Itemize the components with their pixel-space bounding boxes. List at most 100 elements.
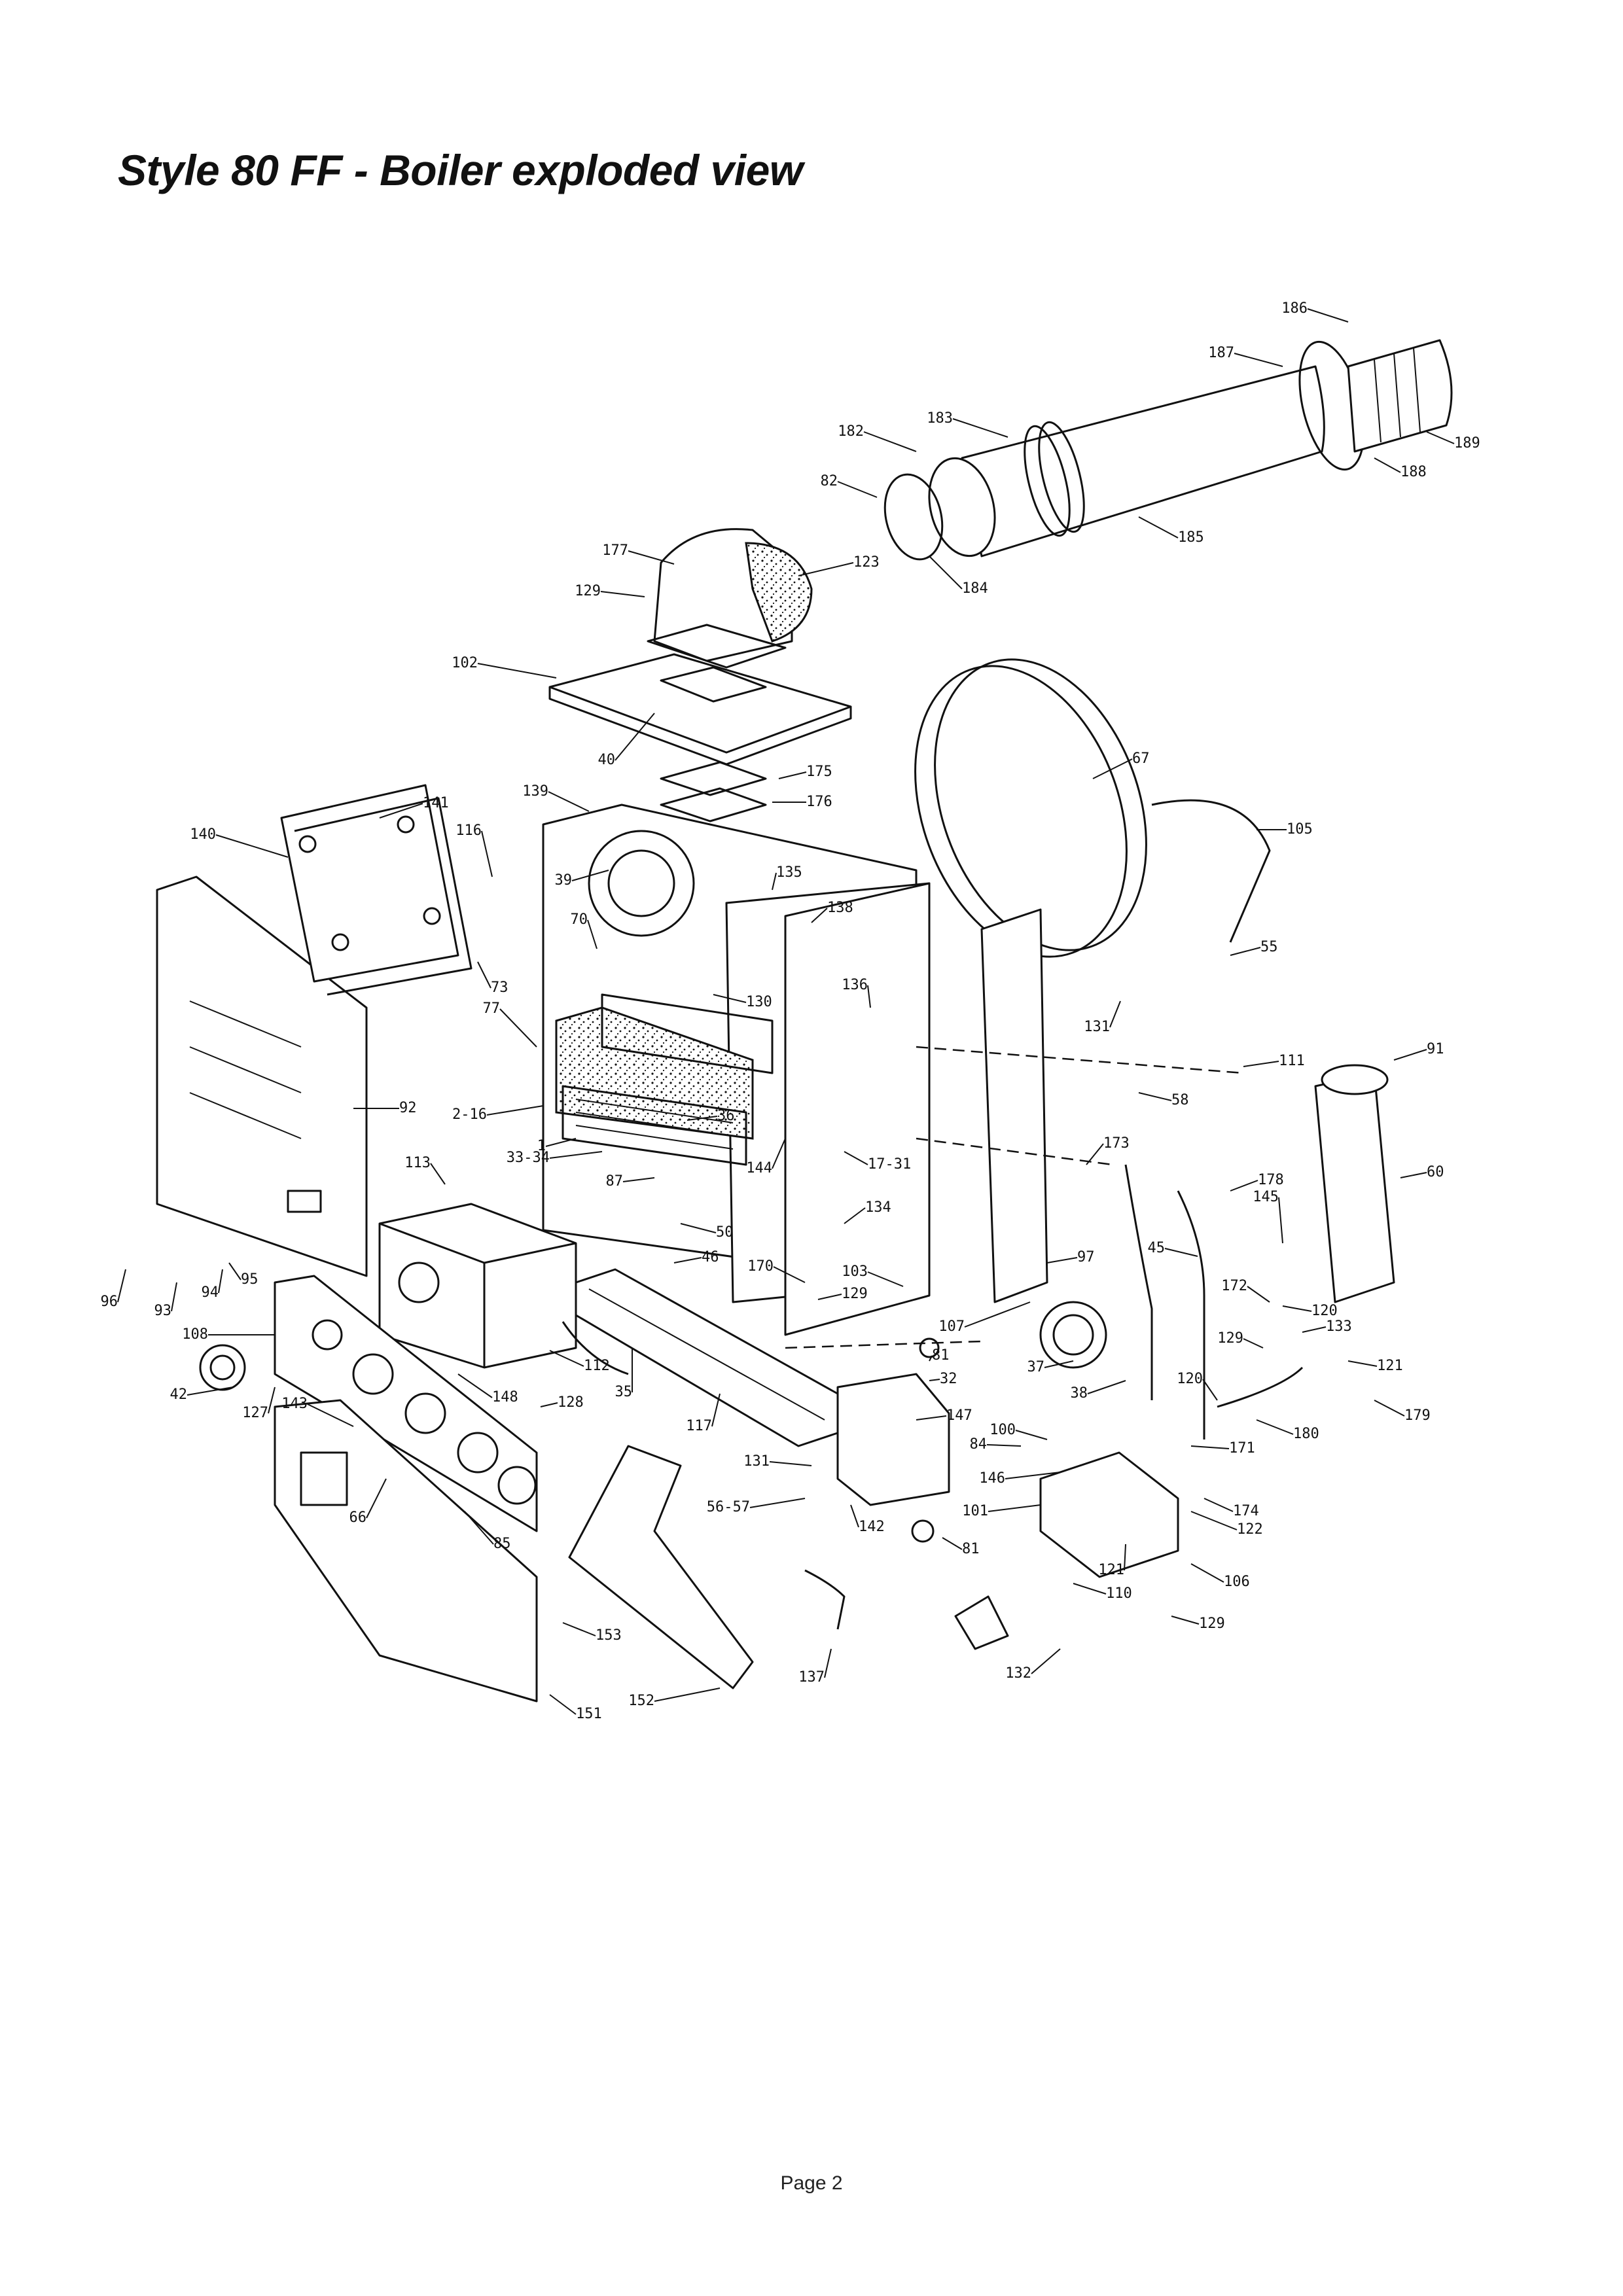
callout-label: 73 — [491, 980, 508, 996]
callout-leader — [654, 1687, 721, 1702]
callout-130: 130 — [713, 994, 772, 1010]
callout-label: 107 — [938, 1318, 965, 1335]
top-cover-plate — [548, 653, 852, 822]
callout-17-31: 17-31 — [844, 1151, 911, 1173]
callout-label: 120 — [1311, 1303, 1338, 1319]
callout-label: 108 — [182, 1326, 208, 1343]
callout-leader — [986, 1444, 1022, 1447]
callout-leader — [187, 1386, 234, 1396]
callout-label: 112 — [584, 1358, 610, 1374]
callout-leader — [916, 1415, 947, 1421]
callout-label: 128 — [558, 1394, 584, 1411]
callout-label: 81 — [962, 1541, 980, 1557]
callout-leader — [1138, 516, 1179, 539]
callout-85: 85 — [464, 1511, 511, 1552]
callout-leader — [615, 713, 655, 761]
callout-label: 81 — [932, 1347, 950, 1364]
callout-label: 103 — [842, 1263, 868, 1280]
callout-66: 66 — [349, 1478, 387, 1526]
callout-leader — [1230, 947, 1261, 956]
callout-leader — [171, 1282, 177, 1312]
callout-92: 92 — [353, 1100, 417, 1116]
callout-129: 129 — [1217, 1330, 1264, 1349]
callout-label: 184 — [962, 580, 988, 597]
callout-label: 175 — [806, 764, 832, 780]
callout-leader — [778, 771, 807, 779]
callout-leader — [817, 1294, 842, 1300]
callout-177: 177 — [602, 542, 675, 565]
callout-leader — [587, 919, 597, 949]
callout-label: 123 — [853, 554, 880, 571]
callout-102: 102 — [452, 655, 557, 679]
callout-leader — [1347, 1360, 1378, 1367]
callout-46: 46 — [673, 1249, 719, 1265]
callout-leader — [1393, 1049, 1427, 1061]
callout-leader — [307, 1404, 354, 1427]
callout-173: 173 — [1086, 1135, 1130, 1165]
callout-174: 174 — [1204, 1498, 1259, 1519]
callout-135: 135 — [772, 864, 802, 891]
callout-label: 187 — [1208, 345, 1234, 361]
callout-132: 132 — [1005, 1648, 1061, 1682]
callout-141: 141 — [379, 795, 449, 819]
callout-leader — [464, 1511, 494, 1545]
callout-label: 186 — [1281, 300, 1308, 317]
callout-label: 145 — [1253, 1189, 1279, 1205]
callout-129: 129 — [1171, 1616, 1225, 1632]
callout-leader — [749, 1498, 806, 1508]
callout-148: 148 — [457, 1373, 518, 1405]
page-footer: Page 2 — [780, 2172, 843, 2194]
fan-hood — [647, 528, 813, 669]
callout-151: 151 — [549, 1694, 602, 1722]
callout-112: 112 — [549, 1350, 610, 1374]
callout-leader — [540, 1402, 558, 1407]
callout-label: 135 — [776, 864, 802, 881]
callout-label: 97 — [1077, 1249, 1095, 1265]
callout-170: 170 — [747, 1258, 806, 1283]
callout-leader — [499, 1008, 537, 1048]
callout-label: 17-31 — [868, 1156, 911, 1173]
callout-45: 45 — [1148, 1240, 1198, 1257]
callout-leader — [1202, 1379, 1218, 1401]
callout-leader — [837, 481, 878, 498]
callout-label: 170 — [747, 1258, 774, 1275]
callout-label: 102 — [452, 655, 478, 671]
callout-leader — [1109, 1000, 1121, 1028]
callout-leader — [844, 1151, 868, 1165]
callout-leader — [863, 431, 917, 452]
callout-leader — [477, 961, 491, 989]
callout-leader — [1086, 1143, 1104, 1165]
callout-label: 122 — [1237, 1521, 1263, 1538]
callout-leader — [1204, 1498, 1234, 1512]
callout-138: 138 — [811, 900, 853, 923]
callout-128: 128 — [540, 1394, 584, 1411]
callout-183: 183 — [927, 410, 1008, 438]
callout-label: 152 — [628, 1693, 654, 1709]
callout-103: 103 — [842, 1263, 904, 1287]
callout-60: 60 — [1400, 1164, 1444, 1180]
callout-label: 95 — [241, 1271, 259, 1288]
callout-131: 131 — [743, 1453, 812, 1470]
callout-label: 129 — [1217, 1330, 1243, 1347]
callout-100: 100 — [990, 1422, 1048, 1440]
callout-leader — [549, 1350, 584, 1367]
callout-label: 185 — [1178, 529, 1204, 546]
callout-label: 40 — [598, 752, 616, 768]
callout-121: 121 — [1098, 1544, 1126, 1578]
part-callouts: 1861871891881831828218512318417712910240… — [101, 300, 1480, 1722]
callout-172: 172 — [1221, 1278, 1270, 1303]
callout-leader — [571, 870, 609, 881]
callout-leader — [218, 1269, 223, 1294]
callout-leader — [457, 1373, 493, 1398]
callout-131: 131 — [1084, 1000, 1121, 1035]
callout-178: 178 — [1230, 1172, 1284, 1192]
callout-leader — [942, 1537, 963, 1550]
callout-188: 188 — [1374, 457, 1427, 480]
callout-182: 182 — [838, 423, 917, 452]
callout-label: 85 — [493, 1536, 511, 1552]
callout-144: 144 — [746, 1138, 786, 1176]
callout-leader — [687, 1116, 718, 1121]
callout-leader — [562, 1622, 596, 1636]
callout-117: 117 — [686, 1393, 721, 1434]
callout-label: 129 — [575, 583, 601, 599]
